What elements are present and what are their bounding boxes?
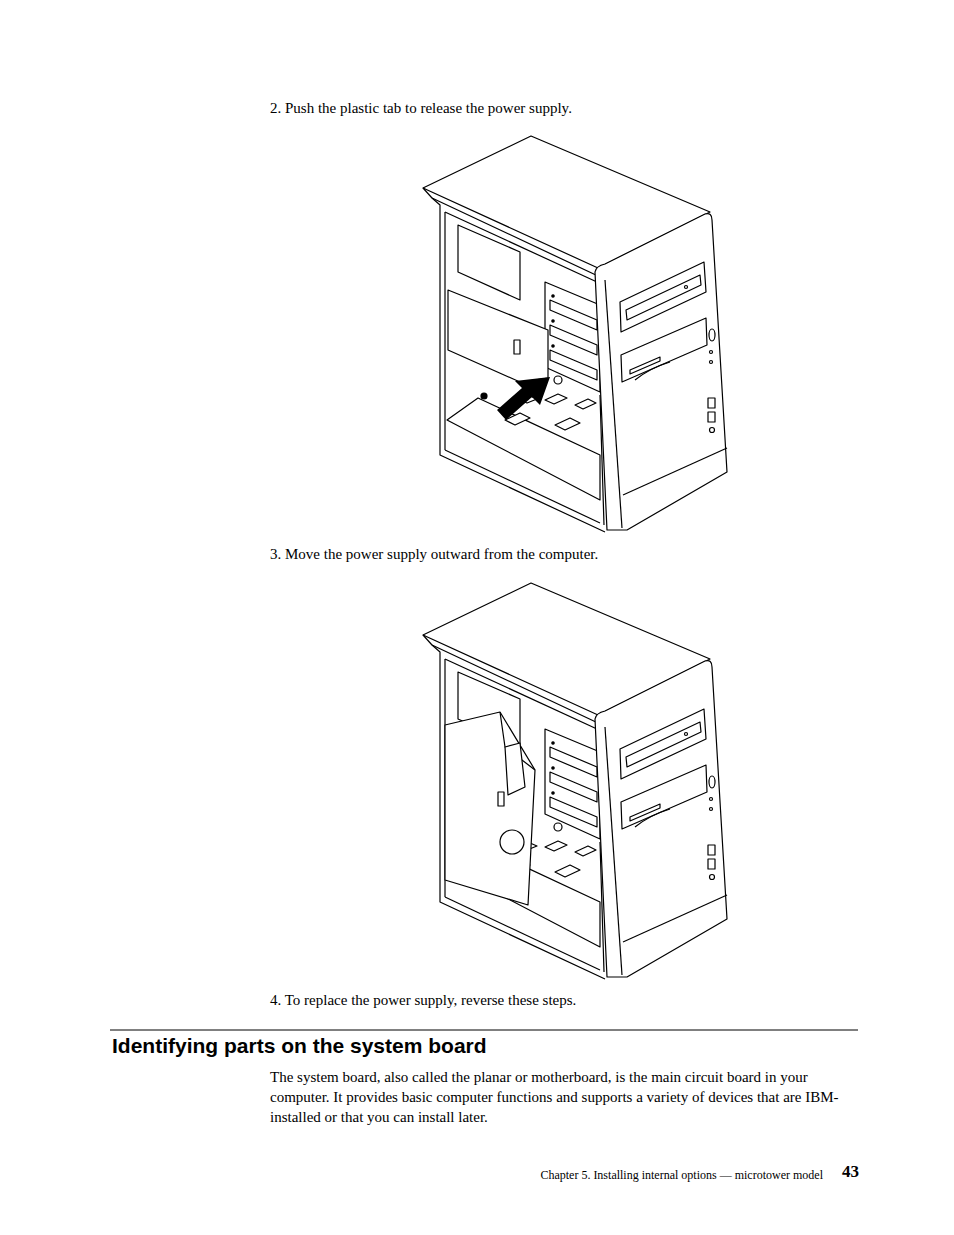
page-footer: Chapter 5. Installing internal options —… — [540, 1165, 823, 1185]
step-text: 3. Move the power supply outward from th… — [270, 544, 598, 564]
push-arrow — [497, 377, 550, 420]
step-text: 4. To replace the power supply, reverse … — [270, 990, 576, 1010]
page-number: 43 — [842, 1162, 859, 1182]
tower-power-supply-out — [423, 583, 727, 979]
step-text: 2. Push the plastic tab to release the p… — [270, 98, 572, 118]
power-supply — [445, 712, 562, 905]
body-paragraph: The system board, also called the planar… — [270, 1067, 862, 1127]
tower-push-tab — [423, 136, 727, 532]
section-heading: Identifying parts on the system board — [112, 1033, 487, 1059]
section-rule — [110, 1030, 858, 1031]
